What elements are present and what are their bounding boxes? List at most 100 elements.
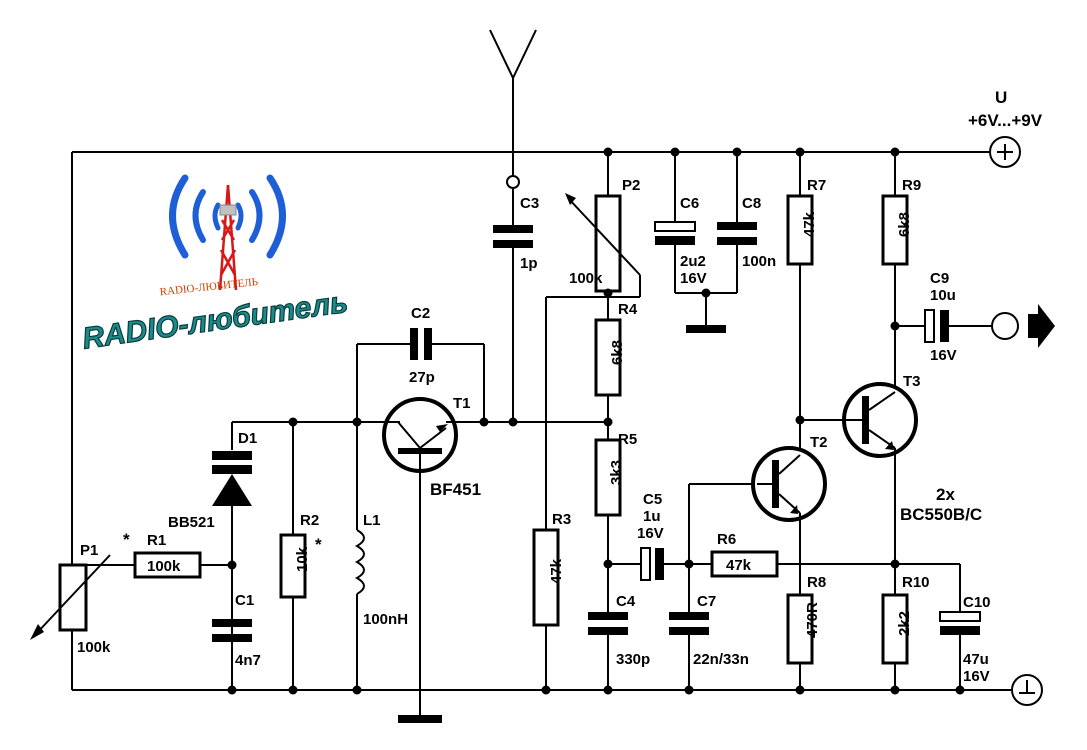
svg-text:47k: 47k — [801, 211, 818, 237]
svg-text:T1: T1 — [453, 395, 471, 412]
antenna-icon — [489, 29, 537, 189]
svg-text:100k: 100k — [569, 270, 603, 287]
svg-text:C2: C2 — [411, 305, 430, 322]
svg-text:16V: 16V — [637, 525, 664, 542]
svg-text:C6: C6 — [680, 195, 699, 212]
svg-text:D1: D1 — [238, 430, 257, 447]
svg-text:C1: C1 — [235, 592, 254, 609]
capacitor-c9: C9 10u 16V — [895, 270, 992, 364]
transistor-type-note: BC550B/C — [900, 505, 982, 524]
svg-text:4n7: 4n7 — [235, 652, 261, 669]
svg-text:100k: 100k — [147, 558, 181, 575]
supply-range: +6V...+9V — [968, 111, 1043, 130]
svg-text:P1: P1 — [80, 542, 98, 559]
capacitor-c8: C8 100n — [717, 152, 776, 293]
inductor-l1: L1 100nH — [354, 344, 408, 690]
radio-amateur-logo: RADIO-ЛЮБИТЕЛЬ RADIO-любитель — [80, 174, 351, 356]
svg-text:100k: 100k — [77, 639, 111, 656]
svg-text:R2: R2 — [300, 512, 319, 529]
svg-text:1p: 1p — [520, 255, 538, 272]
svg-text:16V: 16V — [680, 270, 707, 287]
supply-title: U — [995, 88, 1007, 107]
svg-text:C3: C3 — [520, 195, 539, 212]
capacitor-c3: C3 1p — [493, 188, 539, 422]
svg-text:R7: R7 — [807, 177, 826, 194]
output-terminal — [991, 312, 1019, 340]
potentiometer-p2: P2 100k — [546, 152, 641, 320]
svg-text:T2: T2 — [810, 434, 828, 451]
resistor-r7: R7 47k — [786, 152, 826, 460]
svg-text:BF451: BF451 — [430, 480, 481, 499]
svg-text:R4: R4 — [618, 301, 638, 318]
svg-text:C4: C4 — [616, 593, 636, 610]
capacitor-c6: C6 2u2 16V — [654, 152, 737, 294]
resistor-r8: R8 470R — [786, 574, 826, 690]
resistor-r3: R3 47k — [532, 297, 571, 690]
svg-text:100n: 100n — [742, 253, 776, 270]
capacitor-c4: C4 330p — [588, 593, 650, 690]
resistor-r10: R10 2k2 — [881, 574, 930, 690]
logo-main-text: RADIO-любитель — [80, 286, 350, 356]
svg-text:470R: 470R — [804, 602, 821, 638]
capacitor-c5: C5 1u 16V — [608, 491, 712, 581]
svg-text:330p: 330p — [616, 651, 650, 668]
svg-text:BB521: BB521 — [168, 514, 215, 531]
junction-dots — [227, 147, 965, 695]
svg-text:T3: T3 — [903, 373, 921, 390]
svg-text:C10: C10 — [963, 594, 991, 611]
svg-text:R10: R10 — [902, 574, 930, 591]
svg-text:C9: C9 — [930, 270, 949, 287]
resistor-r9: R9 6k8 — [881, 152, 921, 395]
supply-terminal: U +6V...+9V — [968, 88, 1043, 168]
potentiometer-p1: P1 100k — [30, 542, 111, 656]
svg-text:C8: C8 — [742, 195, 761, 212]
svg-text:2u2: 2u2 — [680, 253, 706, 270]
transistor-t1: T1 BF451 — [380, 395, 520, 715]
svg-text:27p: 27p — [409, 369, 435, 386]
capacitor-c1: C1 4n7 — [212, 592, 261, 669]
resistor-r4: R4 6k8 — [594, 301, 638, 440]
varicap-diode-d1: D1 BB521 — [168, 422, 257, 690]
svg-text:C5: C5 — [643, 491, 662, 508]
resistor-r5: R5 3k3 — [594, 431, 637, 612]
resistor-r2: R2 10k * — [279, 422, 322, 690]
capacitor-c7: C7 22n/33n — [669, 483, 757, 690]
svg-text:47u: 47u — [963, 651, 989, 668]
svg-text:P2: P2 — [622, 177, 640, 194]
svg-text:10k: 10k — [294, 546, 311, 572]
svg-text:3k3: 3k3 — [608, 460, 625, 485]
svg-text:C7: C7 — [697, 593, 716, 610]
capacitor-c2: C2 27p — [357, 305, 485, 422]
svg-text:*: * — [315, 535, 322, 554]
svg-text:1u: 1u — [643, 508, 661, 525]
svg-text:16V: 16V — [930, 347, 957, 364]
capacitor-c10: C10 47u 16V — [895, 563, 991, 690]
ground-terminal — [1011, 674, 1043, 706]
svg-text:R1: R1 — [147, 532, 166, 549]
ground-icon — [398, 715, 442, 723]
radio-tower-icon — [218, 184, 238, 291]
svg-text:R5: R5 — [618, 431, 637, 448]
svg-text:16V: 16V — [963, 668, 990, 685]
svg-text:R8: R8 — [807, 574, 826, 591]
svg-text:2k2: 2k2 — [896, 611, 913, 636]
svg-text:6k8: 6k8 — [609, 340, 626, 365]
svg-text:R6: R6 — [717, 531, 736, 548]
transistor-t3: T3 — [842, 373, 921, 595]
resistor-r1: R1 100k * — [123, 530, 202, 579]
svg-text:22n/33n: 22n/33n — [693, 651, 749, 668]
svg-text:*: * — [123, 530, 130, 549]
svg-text:R3: R3 — [552, 511, 571, 528]
svg-text:L1: L1 — [363, 512, 381, 529]
svg-text:47k: 47k — [548, 558, 565, 584]
svg-text:10u: 10u — [930, 287, 956, 304]
transistor-count-note: 2x — [936, 485, 955, 504]
svg-text:100nH: 100nH — [363, 611, 408, 628]
logo-subtext: RADIO-ЛЮБИТЕЛЬ — [159, 276, 258, 298]
svg-text:R9: R9 — [902, 177, 921, 194]
output-arrow-icon — [1028, 304, 1055, 348]
svg-text:6k8: 6k8 — [896, 212, 913, 237]
svg-text:47k: 47k — [726, 557, 752, 574]
resistor-r6: R6 47k — [710, 531, 895, 578]
